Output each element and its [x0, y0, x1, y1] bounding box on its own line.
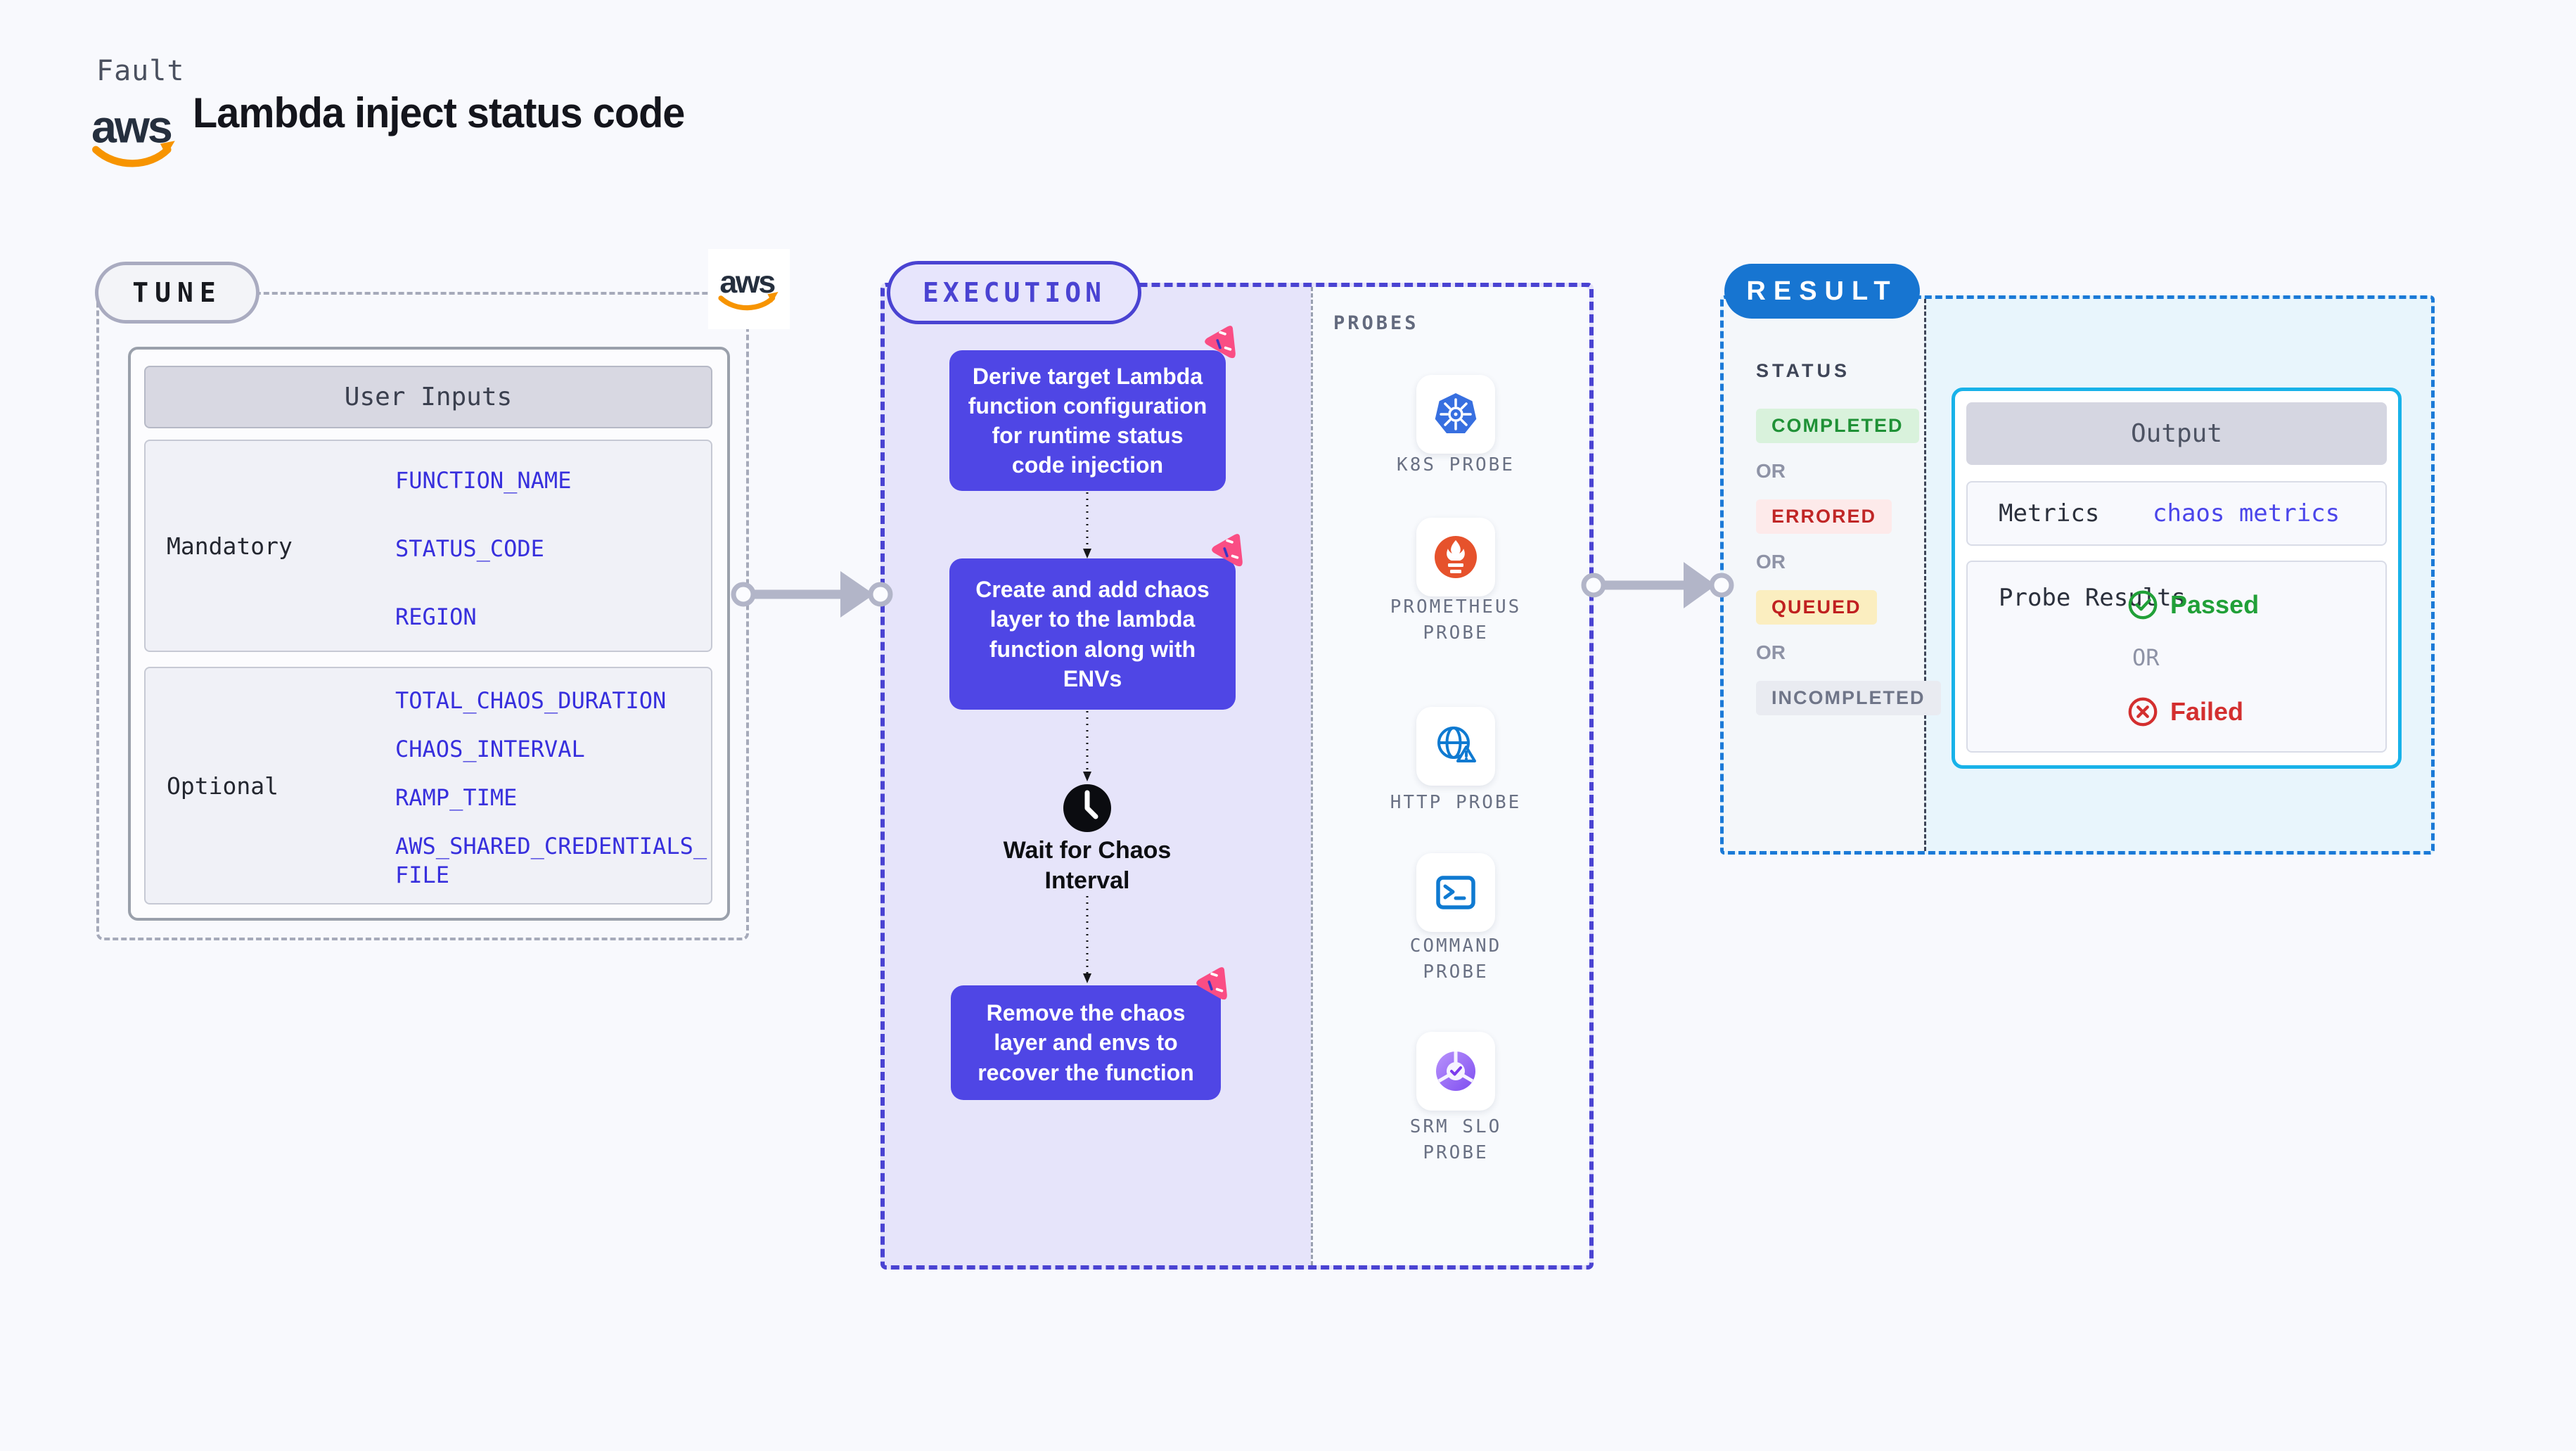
output-card: Output Metrics chaos metrics Probe Resul…	[1952, 388, 2402, 769]
input-variable: STATUS_CODE	[395, 535, 544, 562]
user-inputs-table: User Inputs Mandatory FUNCTION_NAME STAT…	[128, 347, 730, 921]
input-variable: FUNCTION_NAME	[395, 467, 572, 494]
page-title: Lambda inject status code	[193, 89, 685, 136]
http-globe-icon	[1437, 727, 1476, 762]
probe-label-srm-slo: SRM SLO PROBE	[1409, 1116, 1502, 1163]
probe-card-prometheus	[1416, 518, 1495, 596]
or-label: OR	[1756, 641, 1786, 663]
probe-card-command	[1416, 853, 1495, 932]
metrics-value: chaos metrics	[2153, 499, 2340, 528]
or-label: OR	[1756, 460, 1786, 482]
mandatory-label: Mandatory	[167, 532, 293, 560]
step-text: Derive target Lambda function configurat…	[968, 363, 1207, 478]
step-derive-config: Derive target Lambda function configurat…	[949, 350, 1226, 491]
execution-badge: EXECUTION	[887, 261, 1141, 324]
dotted-connector	[1083, 492, 1091, 558]
failed-result: Failed	[2127, 696, 2243, 728]
svg-text:aws: aws	[719, 264, 775, 300]
probe-card-k8s	[1416, 375, 1495, 454]
kubernetes-icon	[1435, 393, 1477, 433]
svg-text:aws: aws	[91, 101, 172, 152]
step-add-chaos-layer: Create and add chaos layer to the lambda…	[949, 558, 1236, 710]
step-text: Create and add chaos layer to the lambda…	[975, 577, 1210, 691]
probe-label-http: HTTP PROBE	[1390, 792, 1522, 813]
input-variable: REGION	[395, 603, 477, 630]
check-circle-icon	[2128, 590, 2158, 620]
tune-container	[96, 292, 749, 940]
probe-label-command: COMMAND PROBE	[1409, 935, 1502, 983]
clock-icon	[1063, 784, 1111, 832]
user-inputs-title: User Inputs	[144, 366, 712, 428]
probe-results-row: Probe Results Passed OR Failed	[1966, 561, 2387, 753]
probe-card-http	[1416, 707, 1495, 786]
wait-for-chaos-interval-label: Wait for Chaos Interval	[1003, 837, 1172, 894]
dotted-connector	[1083, 896, 1091, 983]
status-column: STATUS COMPLETED OR ERRORED OR QUEUED OR…	[1756, 360, 1941, 715]
x-circle-icon	[2128, 697, 2158, 727]
input-variable: TOTAL_CHAOS_DURATION	[395, 687, 667, 714]
probe-label-k8s: K8S PROBE	[1397, 454, 1515, 475]
flow-arrow-execution-to-result	[1581, 562, 1734, 608]
terminal-icon	[1436, 876, 1475, 909]
optional-label: Optional	[167, 772, 278, 800]
or-label: OR	[2132, 644, 2160, 671]
metrics-row: Metrics chaos metrics	[1966, 481, 2387, 546]
aws-logo-small: aws	[718, 264, 778, 311]
fault-eyebrow: Fault	[96, 55, 185, 87]
probes-title: PROBES	[1333, 312, 1419, 334]
optional-values: TOTAL_CHAOS_DURATION CHAOS_INTERVAL RAMP…	[395, 686, 710, 890]
probe-label-prometheus: PROMETHEUS PROBE	[1390, 596, 1522, 644]
tune-badge: TUNE	[95, 262, 259, 324]
flow-arrow-tune-to-execution	[731, 571, 893, 618]
status-badge-completed: COMPLETED	[1756, 409, 1919, 443]
status-badge-incompleted: INCOMPLETED	[1756, 681, 1941, 715]
passed-label: Passed	[2170, 590, 2260, 619]
probe-card-srm-slo	[1416, 1032, 1495, 1111]
slo-gauge-icon	[1436, 1052, 1475, 1091]
prometheus-icon	[1435, 536, 1477, 578]
failed-label: Failed	[2170, 697, 2244, 726]
metrics-label: Metrics	[1999, 499, 2100, 528]
chaos-icon	[1205, 326, 1236, 359]
input-variable: RAMP_TIME	[395, 784, 518, 811]
chaos-icon	[1196, 967, 1227, 1000]
input-variable: AWS_SHARED_CREDENTIALS_FILE	[395, 833, 707, 888]
optional-group: Optional TOTAL_CHAOS_DURATION CHAOS_INTE…	[144, 667, 712, 905]
status-output-divider	[1924, 299, 1926, 851]
step-remove-chaos-layer: Remove the chaos layer and envs to recov…	[951, 985, 1221, 1100]
status-title: STATUS	[1756, 360, 1850, 381]
aws-logo: aws	[91, 101, 175, 167]
or-label: OR	[1756, 551, 1786, 573]
status-badge-queued: QUEUED	[1756, 590, 1877, 625]
output-title: Output	[1966, 402, 2387, 465]
input-variable: CHAOS_INTERVAL	[395, 736, 585, 762]
status-strip	[1724, 299, 1924, 851]
status-badge-errored: ERRORED	[1756, 499, 1892, 534]
mandatory-group: Mandatory FUNCTION_NAME STATUS_CODE REGI…	[144, 440, 712, 652]
aws-card: aws	[708, 249, 790, 329]
passed-result: Passed	[2127, 589, 2259, 621]
step-text: Remove the chaos layer and envs to recov…	[978, 1000, 1194, 1085]
dotted-connector	[1083, 711, 1091, 781]
result-badge: RESULT	[1724, 264, 1920, 319]
mandatory-values: FUNCTION_NAME STATUS_CODE REGION	[395, 466, 571, 632]
chaos-icon	[1212, 534, 1243, 567]
